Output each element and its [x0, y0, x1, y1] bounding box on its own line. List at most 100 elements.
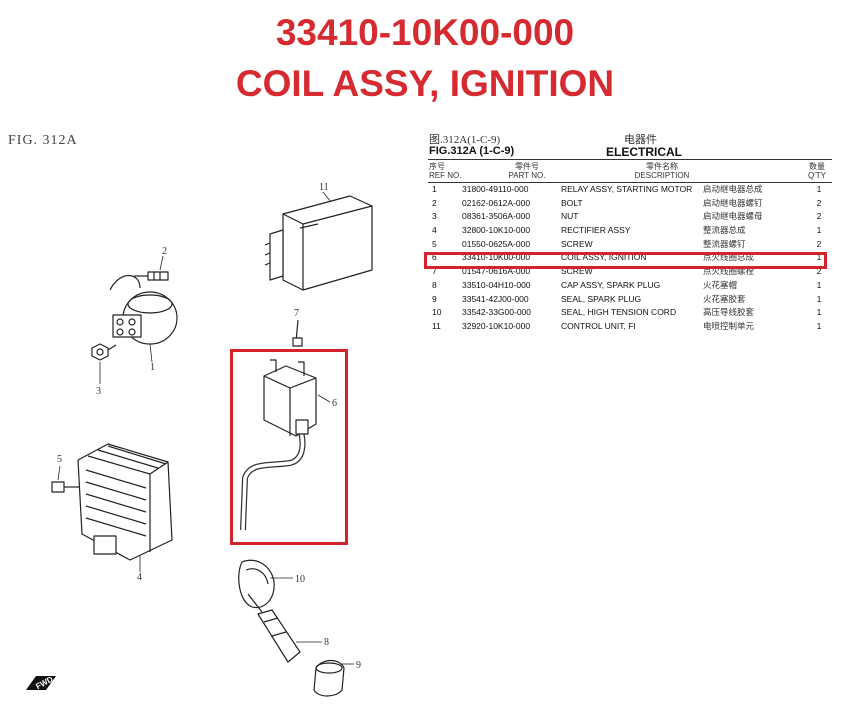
description-cn-cell: 高压导线胶套 [703, 307, 755, 318]
ref-cell: 10 [432, 307, 442, 318]
relay-illustration [109, 274, 178, 345]
description-cell: SEAL, HIGH TENSION CORD [561, 307, 677, 318]
screw-illustration [51, 481, 80, 493]
ignition-coil-illustration [240, 359, 317, 531]
part-number-cell: 08361-3506A-000 [462, 211, 531, 222]
description-cn-cell: 电喷控制单元 [703, 320, 755, 331]
description-cell: SCREW [561, 238, 593, 249]
ref-cell: 6 [432, 252, 437, 263]
description-cell: RECTIFIER ASSY [561, 225, 631, 236]
callout-5: 5 [57, 454, 62, 465]
description-cn-cell: 启动继电器螺钉 [703, 197, 763, 208]
part-number-cell: 02162-0612A-000 [462, 197, 531, 208]
table-row: 8 33510-04H10-000 CAP ASSY, SPARK PLUG 火花塞帽… [428, 279, 832, 293]
description-cn-cell: 启动继电器总成 [703, 184, 763, 194]
ref-cell: 3 [432, 211, 437, 222]
description-cell: BOLT [561, 197, 583, 208]
ref-cell: 7 [432, 266, 437, 277]
coil-screw-illustration [292, 319, 303, 347]
description-cn-cell: 火花塞帽 [703, 279, 738, 290]
callout-2: 2 [162, 246, 167, 257]
description-cell: SCREW [561, 266, 593, 277]
ref-cell: 5 [432, 238, 437, 249]
ref-cell: 1 [432, 184, 437, 194]
qty-cell: 2 [816, 238, 822, 249]
callout-11: 11 [319, 182, 329, 193]
qty-cell: 2 [816, 266, 822, 277]
part-number-cell: 33542-33G00-000 [462, 307, 532, 318]
rectifier-illustration [77, 443, 173, 561]
part-number-cell: 33510-04H10-000 [462, 279, 531, 290]
table-row: 9 33541-42J00-000 SEAL, SPARK PLUG 火花塞胶套 1 [428, 293, 832, 307]
qty-cell: 1 [816, 307, 822, 318]
description-cn-cell: 整流器螺钉 [703, 238, 746, 249]
qty-cell: 2 [816, 197, 822, 208]
exploded-parts-diagram: 11 2 1 3 7 6 5 4 10 8 9 [51, 182, 373, 697]
category-en: ELECTRICAL [606, 145, 682, 159]
callout-6: 6 [332, 398, 337, 409]
ref-cell: 11 [432, 320, 441, 331]
callout-3: 3 [96, 386, 101, 397]
table-row: 7 01547-0616A-000 SCREW 点火线圈螺栓 2 [428, 265, 832, 279]
ref-cell: 4 [432, 225, 437, 236]
category-cn: 电器件 [624, 134, 657, 146]
table-row: 3 08361-3506A-000 NUT 启动继电器螺母 2 [428, 210, 832, 224]
bolt-illustration [134, 271, 169, 281]
callout-1: 1 [150, 362, 155, 373]
description-cell: NUT [561, 211, 579, 222]
description-cn-cell: 启动继电器螺母 [703, 211, 763, 222]
callout-8: 8 [324, 637, 329, 648]
table-row: 11 32920-10K10-000 CONTROL UNIT, FI 电喷控制单元 1 [428, 320, 832, 334]
qty-cell: 1 [816, 293, 822, 304]
callout-10: 10 [295, 574, 305, 585]
description-cell: SEAL, SPARK PLUG [561, 293, 642, 304]
qty-cell: 1 [816, 320, 822, 331]
figure-ref-cn: 图.312A(1-C-9) [429, 134, 501, 146]
table-row: 2 02162-0612A-000 BOLT 启动继电器螺钉 2 [428, 197, 832, 211]
qty-cell: 1 [816, 279, 822, 290]
part-number-title: 33410-10K00-000 [275, 12, 575, 53]
fwd-arrow-icon: FWD [26, 675, 56, 691]
part-number-cell: 32800-10K10-000 [462, 225, 531, 236]
description-cell: CAP ASSY, SPARK PLUG [561, 279, 661, 290]
spark-plug-seal-illustration [313, 659, 345, 697]
ref-cell: 8 [432, 279, 437, 290]
callout-9: 9 [356, 660, 361, 671]
spark-plug-cap-illustration [247, 593, 301, 663]
part-number-cell: 01550-0625A-000 [462, 238, 531, 249]
part-number-cell: 01547-0616A-000 [462, 266, 531, 277]
figure-label: FIG. 312A [8, 133, 78, 148]
part-name-title: COIL ASSY, IGNITION [235, 63, 615, 104]
qty-cell: 1 [816, 184, 822, 194]
qty-cell: 1 [816, 225, 822, 236]
figure-ref-en: FIG.312A (1-C-9) [429, 145, 515, 157]
high-tension-seal-illustration [238, 559, 275, 609]
coil-highlight-box [230, 349, 348, 545]
part-number-cell: 32920-10K10-000 [462, 320, 531, 331]
qty-cell: 1 [816, 252, 822, 263]
table-row: 6 33410-10K00-000 COIL ASSY, IGNITION 点火线圈总… [428, 251, 832, 265]
control-unit-illustration [264, 195, 373, 291]
parts-table: 图.312A(1-C-9) 电器件 FIG.312A (1-C-9) ELECT… [428, 131, 832, 334]
row-highlight-box [424, 252, 827, 269]
description-cell: CONTROL UNIT, FI [561, 320, 636, 331]
table-row: 5 01550-0625A-000 SCREW 整流器螺钉 2 [428, 238, 832, 252]
qty-cell: 2 [816, 211, 822, 222]
description-cn-cell: 点火线圈总成 [703, 252, 755, 263]
description-cell: COIL ASSY, IGNITION [561, 252, 647, 263]
part-number-cell: 33541-42J00-000 [462, 293, 529, 304]
ref-cell: 2 [432, 197, 437, 208]
callout-4: 4 [137, 572, 142, 583]
ref-cell: 9 [432, 293, 437, 304]
part-number-cell: 33410-10K00-000 [462, 252, 531, 263]
description-cn-cell: 点火线圈螺栓 [703, 266, 755, 277]
description-cn-cell: 火花塞胶套 [703, 293, 746, 304]
